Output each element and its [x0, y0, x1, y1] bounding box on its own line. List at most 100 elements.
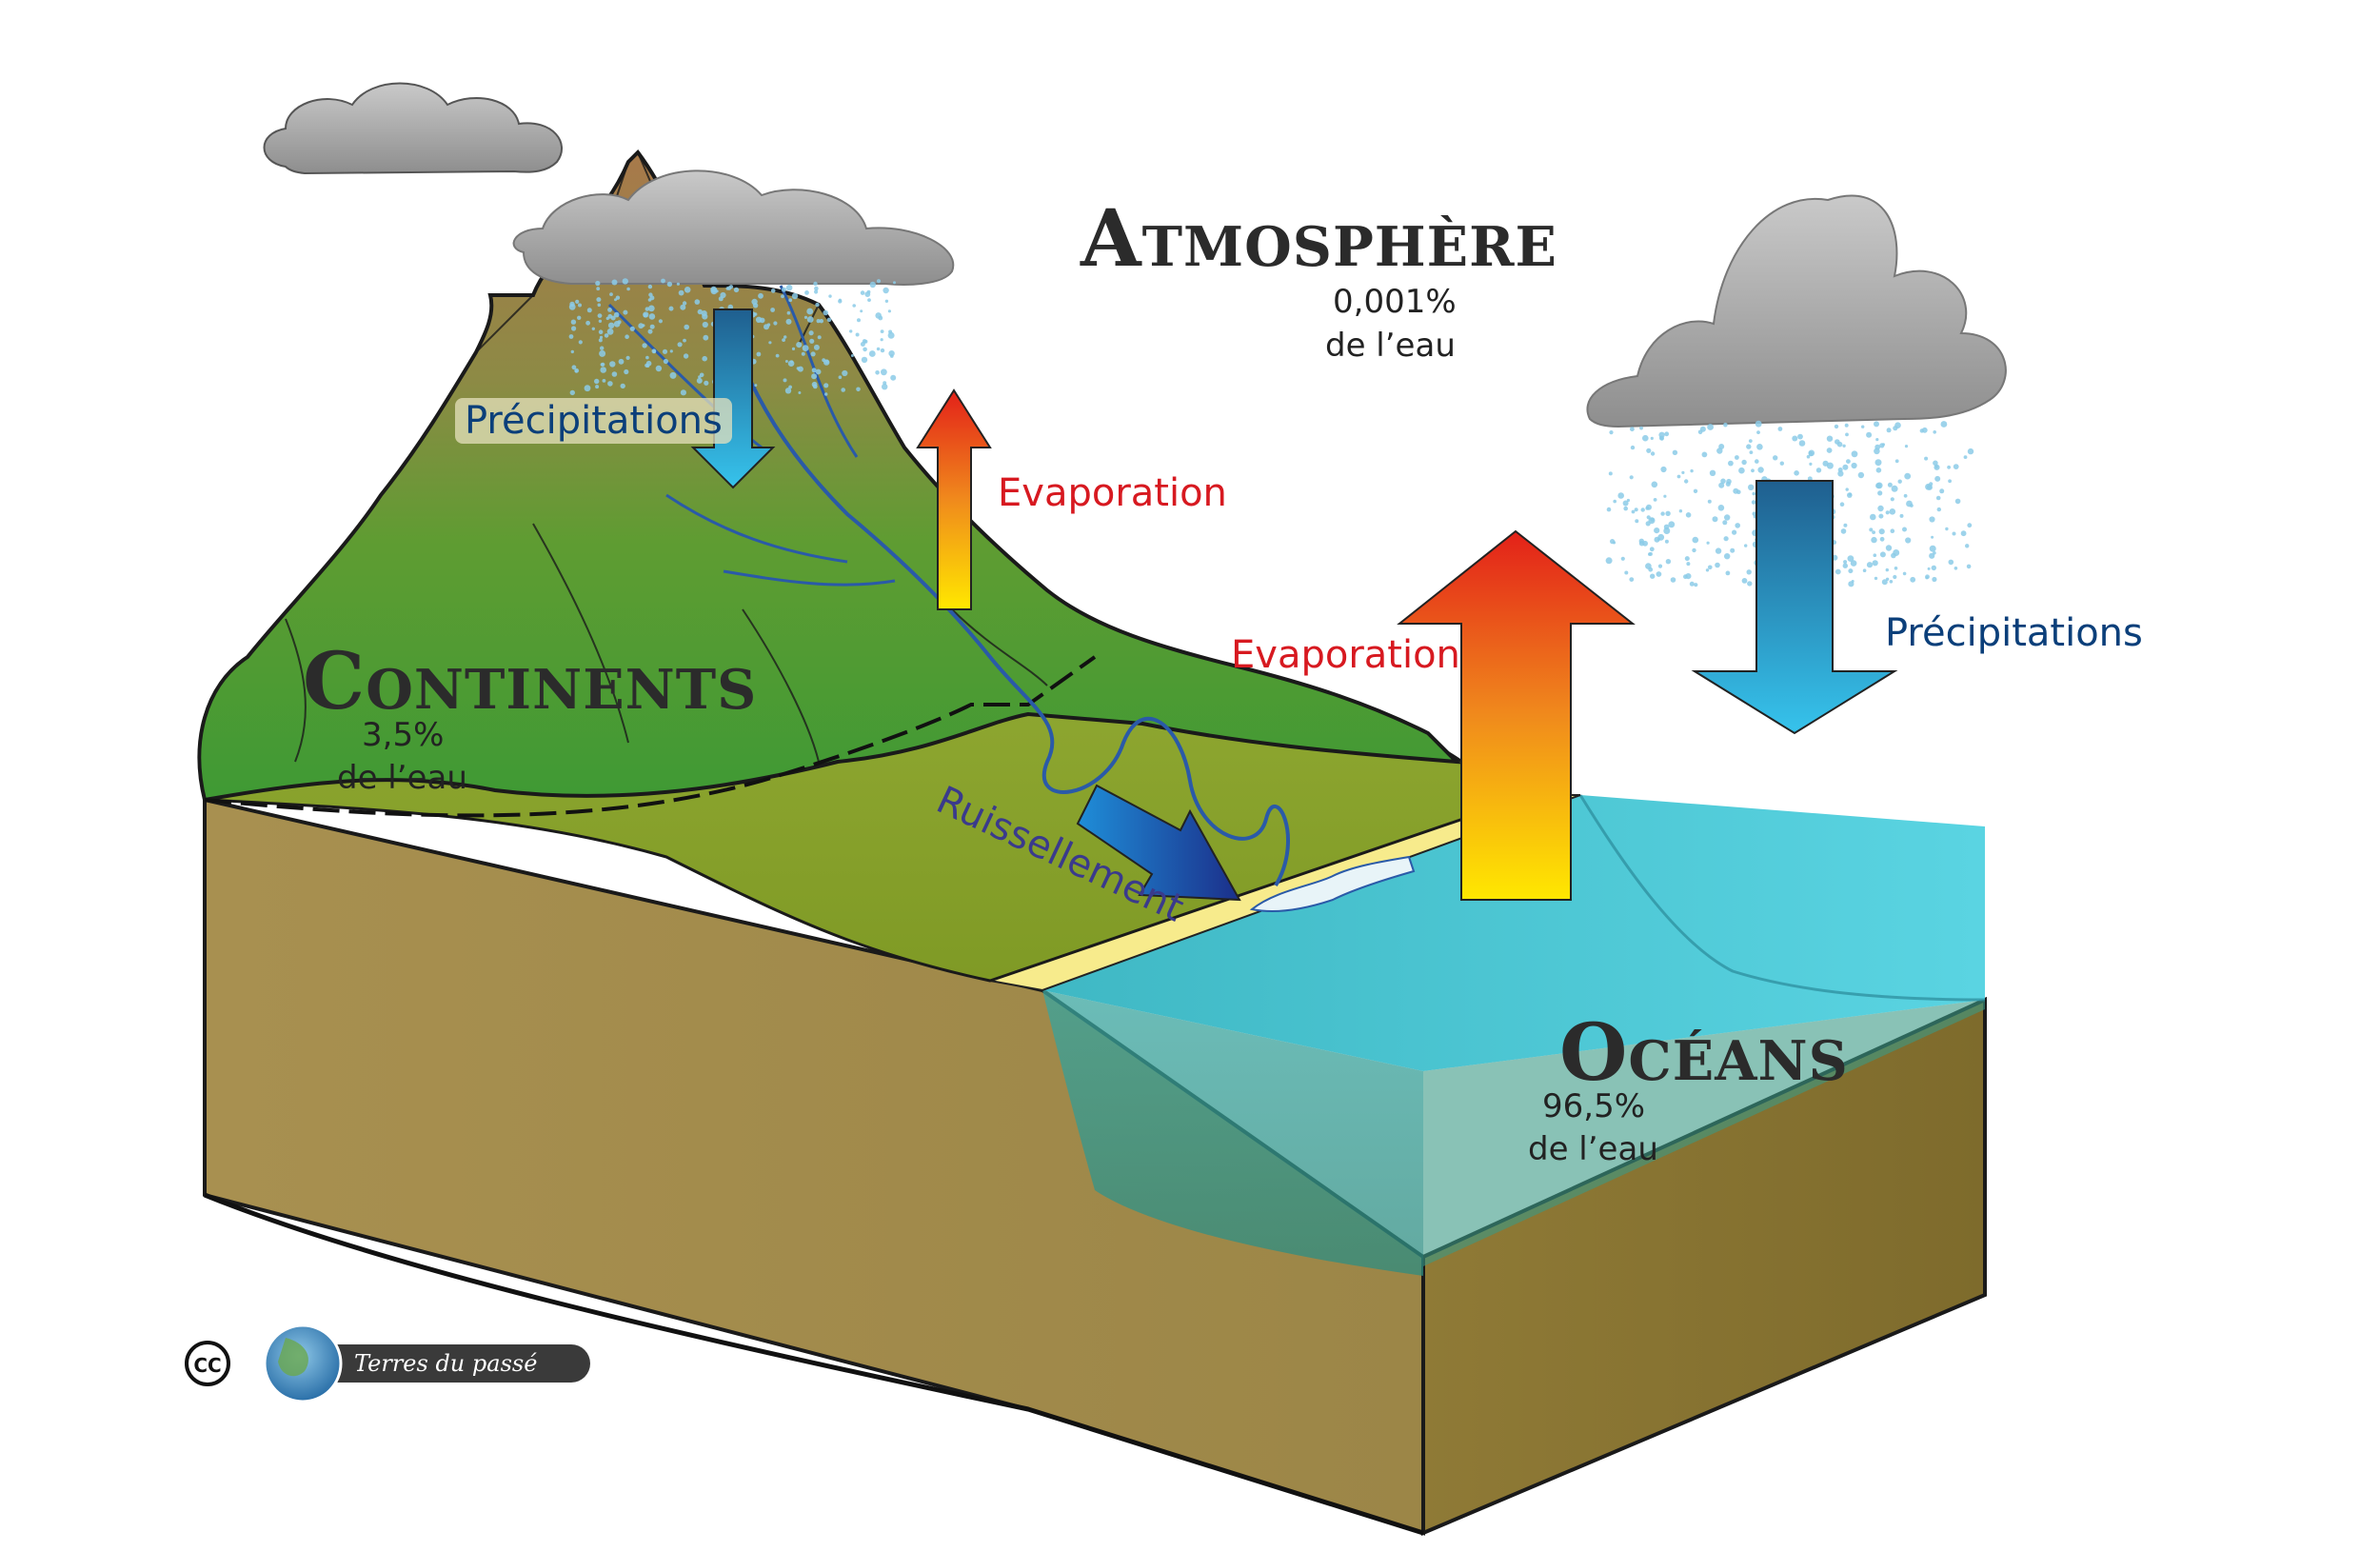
- rain-drop: [568, 334, 574, 339]
- rain-drop: [1640, 507, 1645, 512]
- rain-drop: [1879, 443, 1885, 448]
- rain-drop: [1620, 556, 1625, 561]
- rain-drop: [838, 299, 843, 304]
- rain-drop: [1751, 500, 1756, 505]
- rain-drop: [607, 308, 612, 312]
- river: [722, 313, 1290, 887]
- rain-drop: [1639, 426, 1643, 430]
- rain-drop: [609, 361, 616, 368]
- rain-drop: [1875, 482, 1883, 489]
- rain-drop: [598, 338, 603, 343]
- rain-drop: [1663, 527, 1671, 534]
- rain-drop: [1645, 563, 1652, 569]
- rain-drop: [880, 338, 883, 342]
- rain-drop: [1822, 460, 1829, 467]
- rain-drop: [1755, 459, 1759, 464]
- rain-drop: [1871, 536, 1877, 544]
- rain-drop: [824, 392, 828, 396]
- rain-drop: [680, 304, 686, 310]
- rain-drop: [768, 341, 772, 345]
- rain-drop: [1861, 425, 1865, 428]
- rain-drop: [1890, 497, 1894, 502]
- rain-drop: [1933, 551, 1936, 555]
- rain-drop: [1658, 431, 1665, 438]
- rain-drop: [1879, 551, 1886, 558]
- rain-drop: [887, 309, 892, 313]
- rain-drop: [1842, 464, 1849, 470]
- rain-drop: [1885, 545, 1893, 551]
- rain-drop: [601, 362, 605, 367]
- rain-drop: [1792, 435, 1798, 442]
- rain-drop: [814, 286, 819, 291]
- rain-drop: [867, 298, 871, 302]
- rain-drop: [893, 281, 896, 285]
- rain-drop: [718, 296, 724, 302]
- rain-drop: [1886, 428, 1892, 433]
- rain-drop: [1826, 448, 1833, 453]
- rain-drop: [1875, 468, 1882, 473]
- rain-drop: [1668, 521, 1676, 528]
- rain-drop: [1646, 504, 1652, 510]
- rain-drop: [1874, 444, 1881, 450]
- ocean-top-surface: [1042, 795, 1985, 1071]
- rain-drop: [1843, 560, 1848, 565]
- rain-drop: [880, 348, 885, 353]
- rain-drop: [861, 356, 868, 364]
- rain-drop: [1893, 574, 1897, 580]
- rain-drop: [770, 289, 776, 293]
- rain-drop: [791, 347, 796, 350]
- rain-drop: [1746, 444, 1752, 449]
- rain-drop: [625, 355, 630, 360]
- precipitation-label-ocean: Précipitations: [1885, 611, 2143, 655]
- rain-drop: [645, 307, 649, 311]
- rain-drop: [783, 335, 787, 339]
- rain-drop: [577, 315, 582, 320]
- rain-drop: [1905, 537, 1912, 544]
- rain-drop: [620, 383, 625, 389]
- rain-drop: [595, 385, 600, 389]
- rain-drop: [710, 286, 718, 293]
- rain-drop: [684, 324, 689, 330]
- rain-drop: [1837, 470, 1844, 477]
- rain-drop: [594, 378, 600, 385]
- rain-drop: [797, 366, 803, 372]
- rain-drop: [813, 281, 818, 287]
- rain-drop: [666, 281, 673, 288]
- rain-drop: [1751, 468, 1755, 473]
- rain-drop: [1660, 466, 1667, 473]
- rain-drop: [1752, 511, 1756, 516]
- ocean-right-water: [1423, 1000, 1985, 1266]
- rain-drop: [1845, 432, 1849, 437]
- rain-drop: [584, 385, 591, 392]
- rain-drop: [1889, 508, 1896, 515]
- globe-land: [278, 1338, 308, 1377]
- rain-drop: [1642, 434, 1649, 442]
- rain-drop: [1612, 541, 1616, 545]
- rain-drop: [876, 279, 882, 284]
- rain-drop: [694, 299, 701, 305]
- rain-drop: [1870, 513, 1876, 521]
- rain-drop: [568, 303, 576, 310]
- rain-drop: [755, 316, 763, 323]
- rain-drop: [864, 291, 871, 297]
- rain-drop: [669, 349, 673, 353]
- rain-drop: [1894, 567, 1898, 570]
- rain-drop: [786, 310, 791, 315]
- precipitation-label-land: Précipitations: [455, 398, 732, 444]
- rain-drop: [1779, 461, 1785, 466]
- rain-drop: [1631, 509, 1636, 514]
- rain-drop: [649, 295, 655, 301]
- rain-drop: [1623, 506, 1628, 511]
- rain-drop: [1934, 464, 1940, 470]
- rain-drop: [1878, 513, 1884, 519]
- rain-drop: [578, 303, 582, 308]
- rain-drop: [1746, 569, 1752, 575]
- rain-drop: [1685, 573, 1692, 580]
- rain-drop: [754, 384, 758, 388]
- rain-drop: [1963, 455, 1968, 459]
- rain-drop: [888, 350, 895, 357]
- rain-ocean: [1605, 420, 1974, 588]
- precipitation-arrow-land: [690, 308, 776, 489]
- rain-drop: [1835, 568, 1841, 575]
